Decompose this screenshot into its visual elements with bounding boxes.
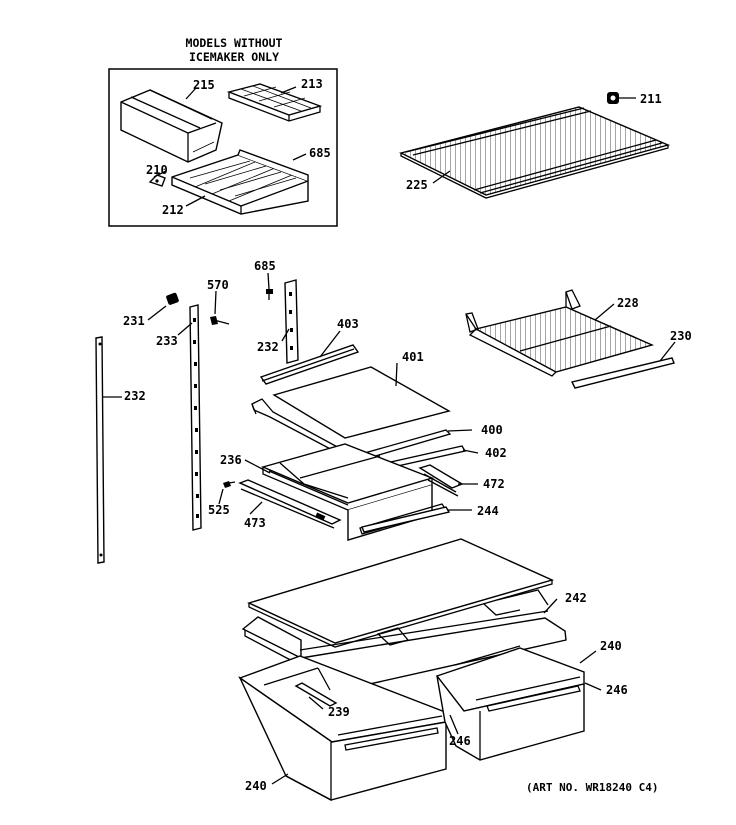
rail-233: [189, 304, 202, 531]
trim-230: [570, 357, 675, 389]
callout-225: 225: [406, 178, 428, 192]
glass-shelf-401: [272, 366, 451, 439]
slide-473: [238, 479, 342, 529]
leader-lines: [103, 86, 676, 785]
callout-246-right: 246: [606, 683, 628, 697]
cam-231: [166, 292, 179, 305]
screw-685-lower: [266, 289, 273, 300]
rail-232-left: [95, 336, 105, 564]
shelf-frame-400: [251, 398, 452, 463]
header-line1: MODELS WITHOUT: [186, 36, 283, 50]
callout-472: 472: [483, 477, 505, 491]
callout-231: 231: [123, 314, 145, 328]
callout-232-left: 232: [124, 389, 146, 403]
callout-242: 242: [565, 591, 587, 605]
header-line2: ICEMAKER ONLY: [189, 50, 279, 64]
callout-212: 212: [162, 203, 184, 217]
callout-401: 401: [402, 350, 424, 364]
callout-215: 215: [193, 78, 215, 92]
callout-570: 570: [207, 278, 229, 292]
callout-211: 211: [640, 92, 662, 106]
callout-473: 473: [244, 516, 266, 530]
ice-rack-212: [171, 149, 309, 215]
trim-244: [361, 506, 451, 533]
callout-213: 213: [301, 77, 323, 91]
ice-bucket-215: [120, 89, 223, 163]
shelf-front-403: [259, 344, 360, 385]
crisper-drawer-left: [238, 655, 447, 802]
callout-230: 230: [670, 329, 692, 343]
screw-570: [210, 316, 230, 325]
callout-239: 239: [328, 705, 350, 719]
inset-box: [108, 68, 338, 227]
callout-233: 233: [156, 334, 178, 348]
callout-246-left: 246: [449, 734, 471, 748]
art-number: (ART NO. WR18240 C4): [526, 781, 658, 794]
callout-525: 525: [208, 503, 230, 517]
screw-525: [223, 481, 236, 488]
callout-228: 228: [617, 296, 639, 310]
crisper-cover-242: [247, 538, 555, 648]
callout-232-center: 232: [257, 340, 279, 354]
callout-400: 400: [481, 423, 503, 437]
callout-210: 210: [146, 163, 168, 177]
callout-236: 236: [220, 453, 242, 467]
rail-232-center: [284, 279, 299, 364]
ice-tray-213: [226, 83, 323, 122]
callout-240-right: 240: [600, 639, 622, 653]
slide-239: [294, 682, 338, 707]
nut-211: [607, 92, 619, 104]
callout-402: 402: [485, 446, 507, 460]
callout-240-left: 240: [245, 779, 267, 793]
callout-244: 244: [477, 504, 499, 518]
wire-shelf-225: [399, 106, 671, 199]
wire-shelf-228: [465, 289, 655, 377]
callout-685: 685: [254, 259, 276, 273]
callout-403: 403: [337, 317, 359, 331]
callout-685-inset: 685: [309, 146, 331, 160]
crisper-drawer-right: [435, 645, 585, 761]
